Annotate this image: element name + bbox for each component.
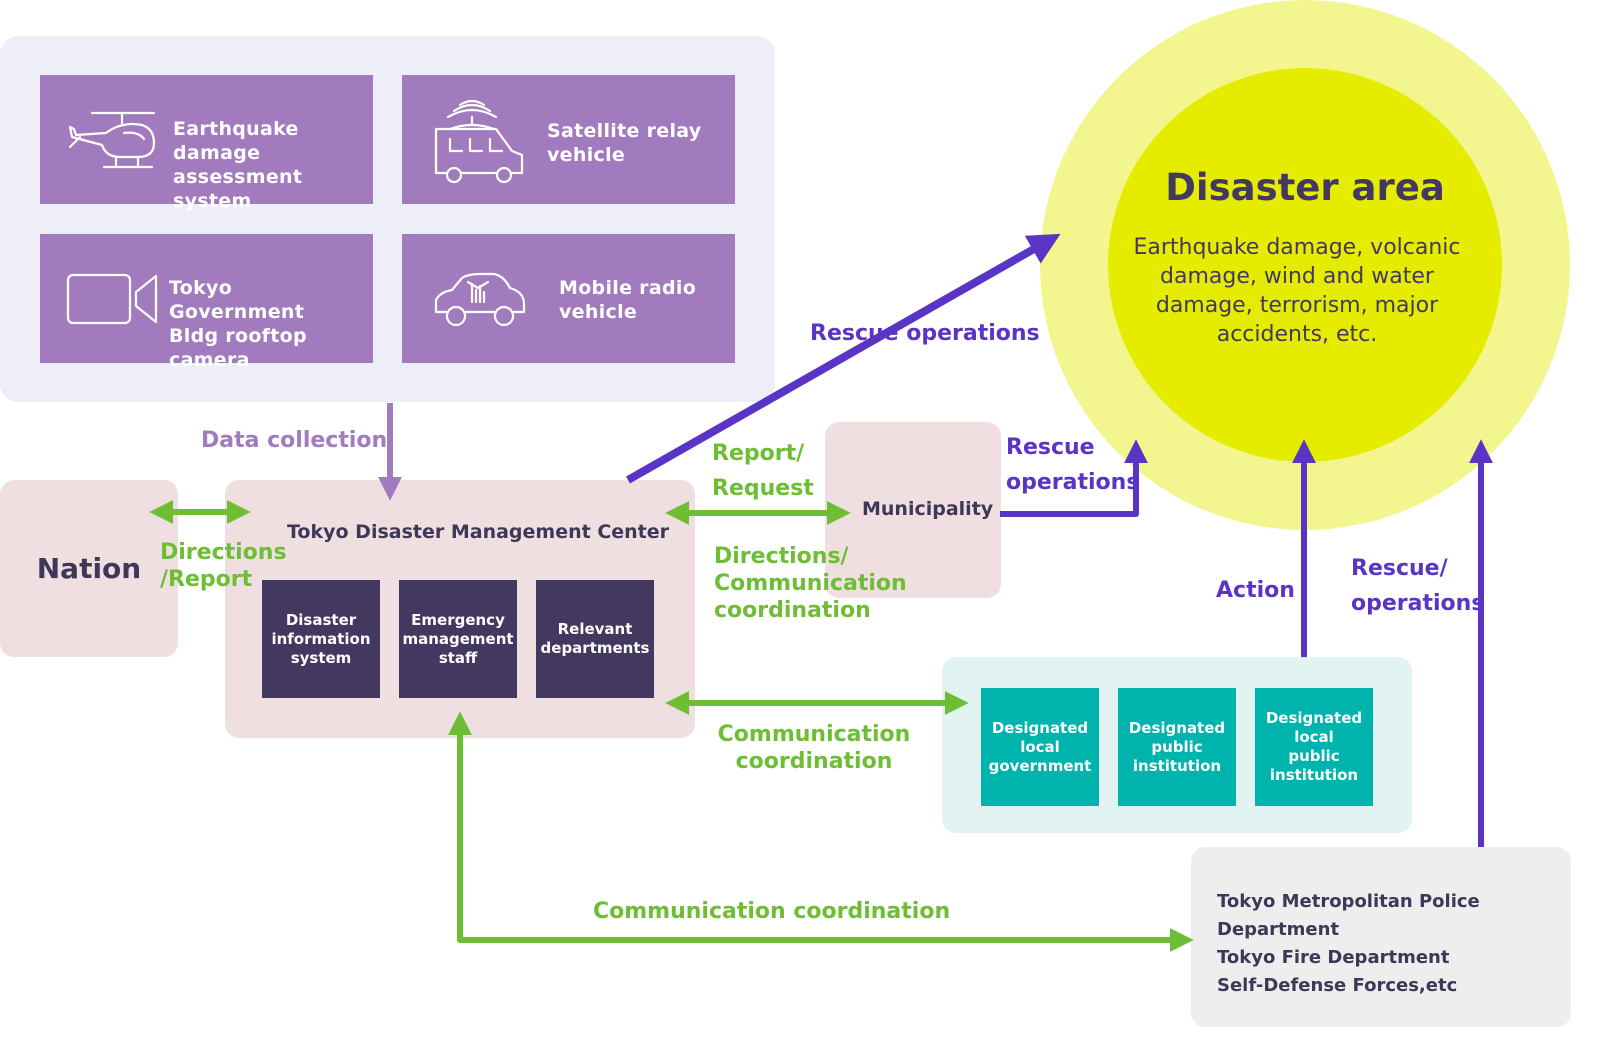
label-communication-coordination-right: Communication coordination (717, 722, 911, 774)
helicopter-icon (68, 111, 156, 169)
designated-local-public-institution-box: Designated local public institution (1255, 688, 1373, 806)
agencies-box (1191, 847, 1571, 1027)
source-label: Satellite relay vehicle (547, 120, 702, 166)
label-rescue-operations-municipality: Rescue operations (1006, 435, 1140, 495)
source-mobile-radio: Mobile radio vehicle (402, 234, 735, 363)
center-title: Tokyo Disaster Management Center (287, 521, 670, 543)
agency-police: Tokyo Metropolitan Police Department (1217, 891, 1480, 940)
source-label: Tokyo Government Bldg rooftop camera (169, 277, 307, 371)
label-rescue-operations-top: Rescue operations (810, 321, 1040, 346)
source-rooftop-camera: Tokyo Government Bldg rooftop camera (40, 234, 373, 371)
agency-fire: Tokyo Fire Department (1217, 947, 1450, 968)
disaster-inner-circle (1108, 68, 1502, 462)
source-label: Earthquake damage assessment system (173, 118, 303, 212)
label-communication-coordination-bottom: Communication coordination (593, 899, 951, 924)
label-report-request: Report/ Request (712, 441, 814, 501)
label-data-collection: Data collection (201, 428, 388, 453)
source-earthquake-system: Earthquake damage assessment system (40, 75, 373, 212)
disaster-information-system-box: Disaster information system (262, 580, 380, 698)
disaster-area-description: Earthquake damage, volcanic damage, wind… (1133, 235, 1461, 347)
radio-car-icon (434, 272, 526, 327)
agency-sdf: Self-Defense Forces,etc (1217, 975, 1458, 996)
arrow-rescue-municipality-disaster (1000, 439, 1148, 517)
nation-box: Nation (0, 480, 178, 657)
relevant-departments-box: Relevant departments (536, 580, 654, 698)
agencies-list: Tokyo Metropolitan Police Department Tok… (1217, 888, 1600, 1000)
arrow-center-agencies (448, 711, 1194, 952)
emergency-management-staff-box: Emergency management staff (399, 580, 517, 698)
label-directions-communication: Directions/ Communication coordination (714, 544, 907, 623)
disaster-area-title: Disaster area (1165, 166, 1445, 209)
source-satellite-vehicle: Satellite relay vehicle (402, 75, 735, 204)
nation-label: Nation (36, 552, 142, 585)
satellite-van-icon (434, 99, 524, 184)
municipality-label: Municipality (862, 498, 994, 520)
source-label: Mobile radio vehicle (559, 277, 697, 323)
camera-icon (66, 273, 158, 325)
label-directions-report: Directions /Report (160, 540, 287, 592)
municipality-box (825, 422, 1001, 598)
label-action: Action (1216, 578, 1295, 603)
arrow-rescue-center-disaster (626, 233, 1061, 484)
label-rescue-operations-right: Rescue/ operations (1351, 556, 1485, 616)
